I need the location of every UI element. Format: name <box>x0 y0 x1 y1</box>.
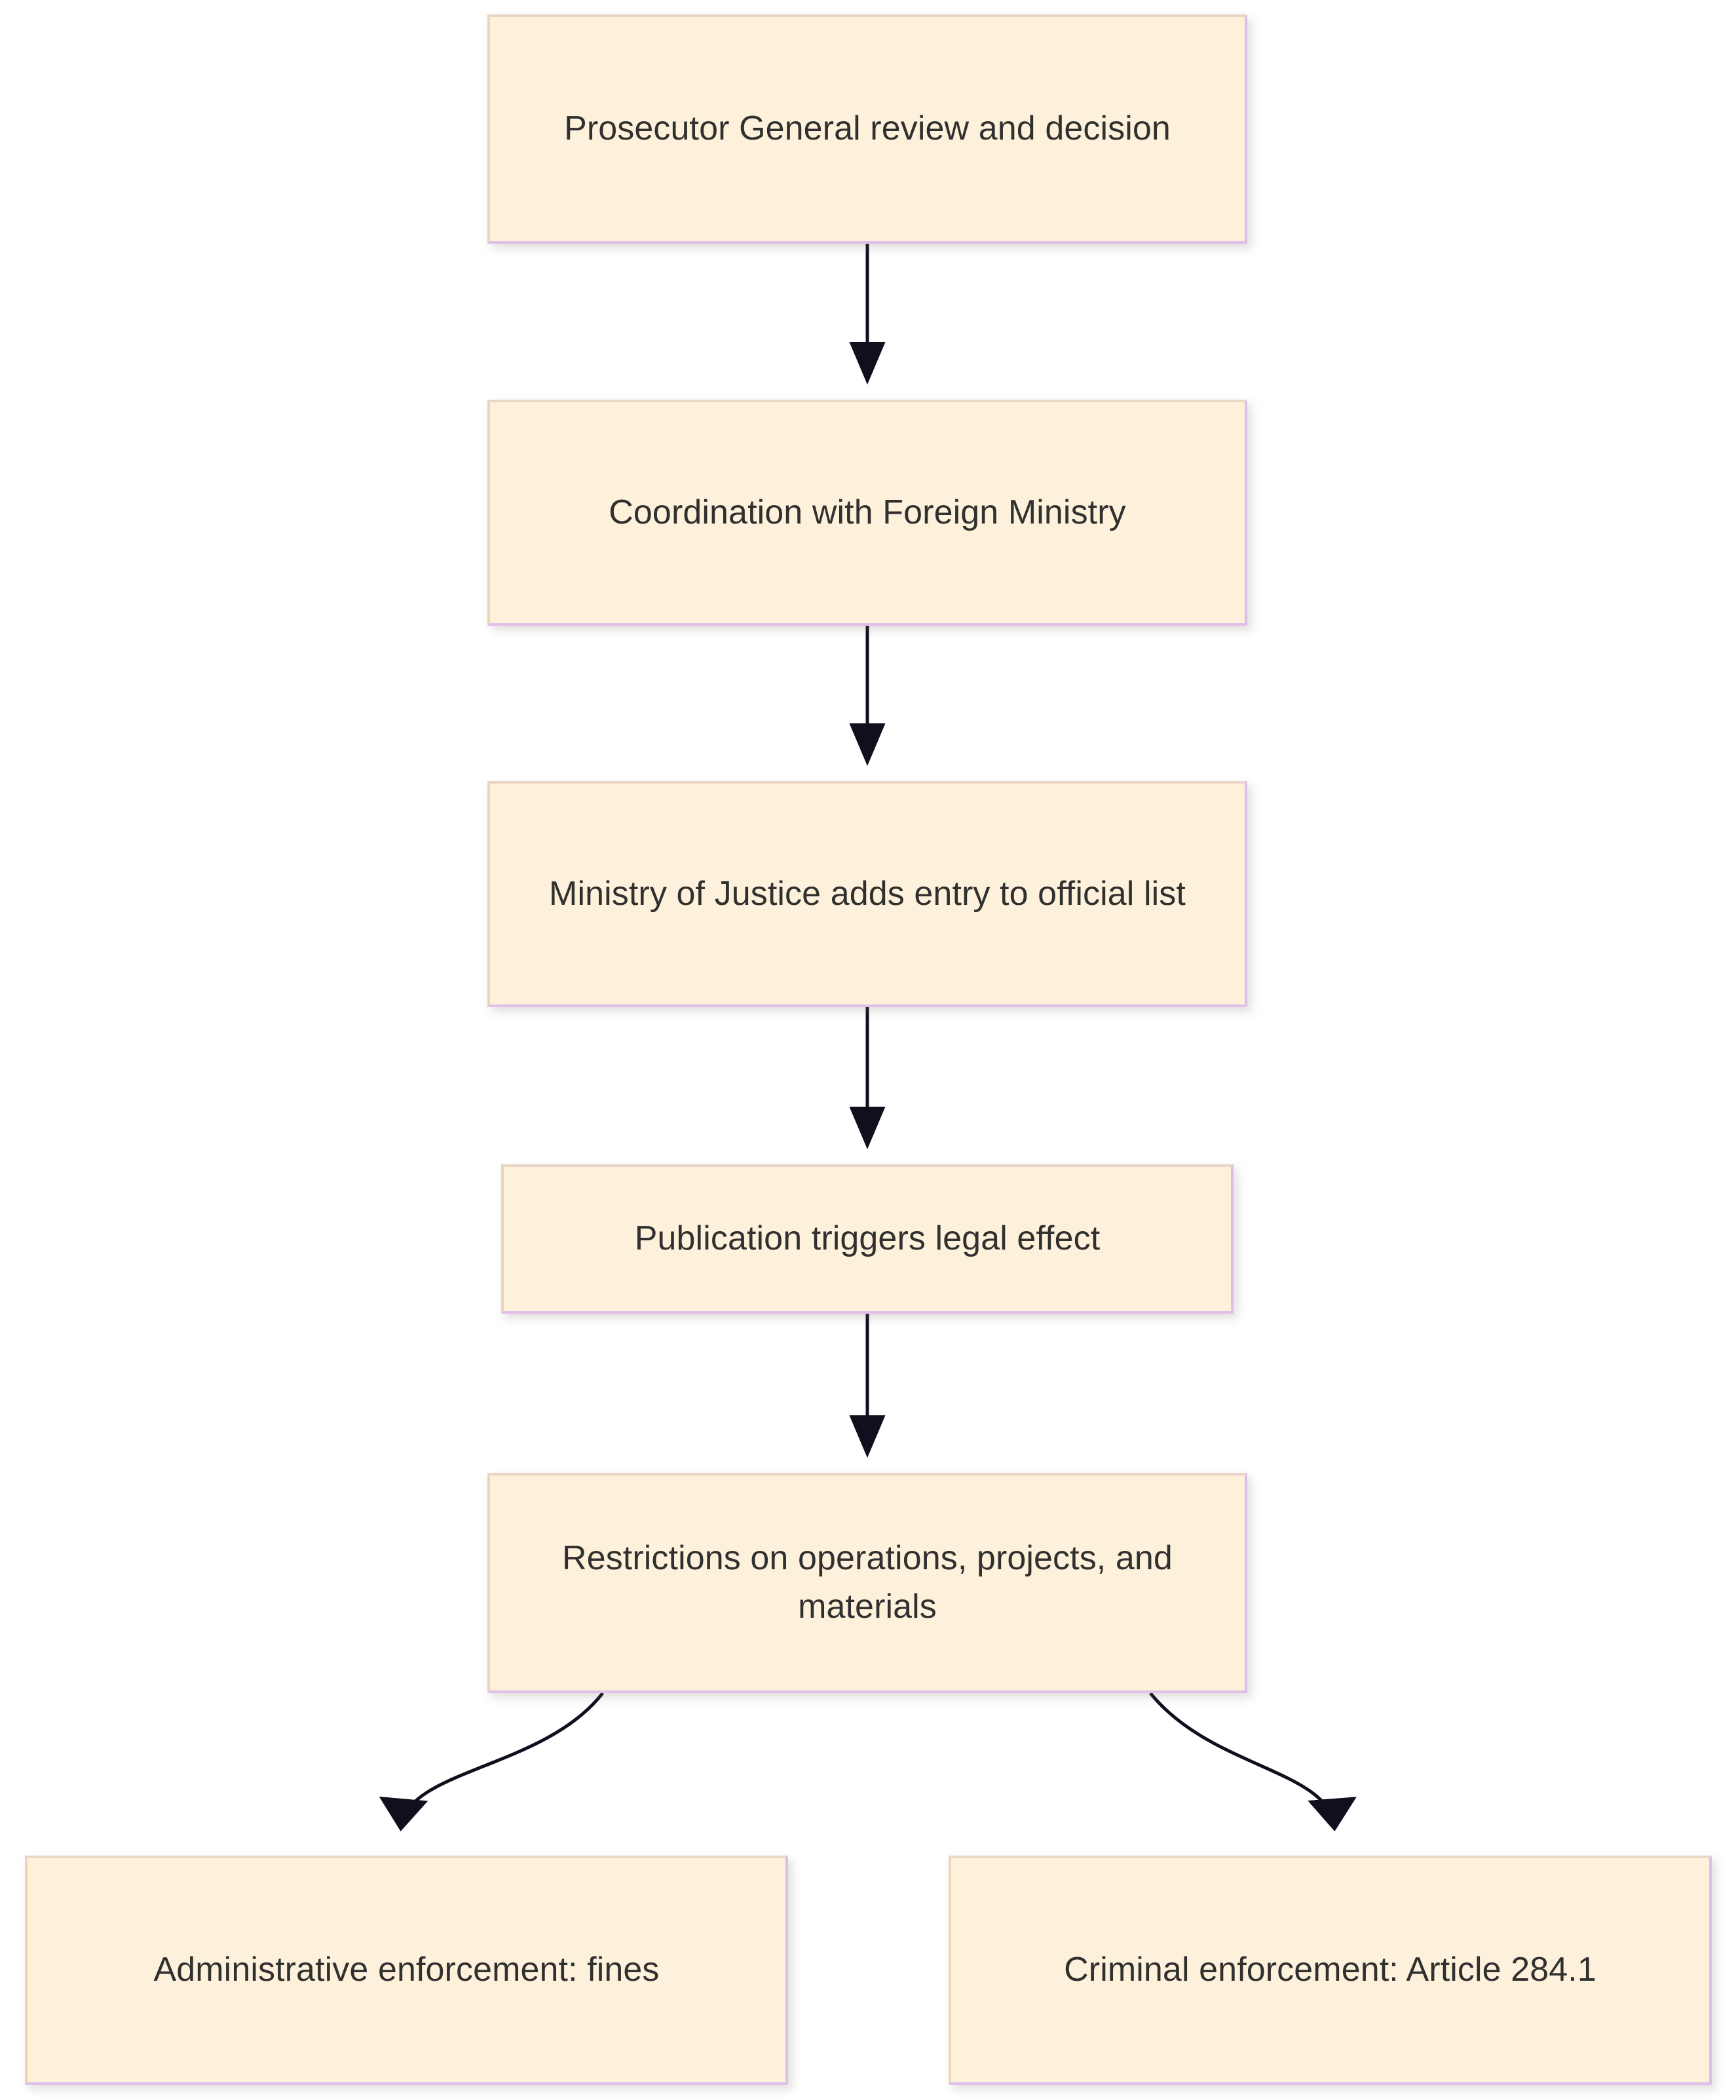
node-label: Restrictions on operations, projects, an… <box>562 1539 1173 1626</box>
node-label: Criminal enforcement: Article 284.1 <box>1064 1951 1596 1989</box>
node-restrictions-on-operations[interactable]: Restrictions on operations, projects, an… <box>487 1473 1247 1693</box>
node-administrative-enforcement-fines[interactable]: Administrative enforcement: fines <box>25 1856 788 2085</box>
node-criminal-enforcement-article[interactable]: Criminal enforcement: Article 284.1 <box>949 1856 1712 2085</box>
node-label: Ministry of Justice adds entry to offici… <box>549 874 1186 913</box>
edge-n5-n6 <box>379 1692 604 1831</box>
edge-n5-n7 <box>1149 1692 1357 1831</box>
node-label: Administrative enforcement: fines <box>153 1951 660 1989</box>
node-label: Coordination with Foreign Ministry <box>609 493 1126 531</box>
node-coordination-foreign-ministry[interactable]: Coordination with Foreign Ministry <box>487 400 1247 626</box>
node-prosecutor-general-review[interactable]: Prosecutor General review and decision <box>487 14 1247 244</box>
node-ministry-of-justice-adds-entry[interactable]: Ministry of Justice adds entry to offici… <box>487 781 1247 1007</box>
node-label: Prosecutor General review and decision <box>564 109 1171 148</box>
node-label: Publication triggers legal effect <box>634 1219 1101 1258</box>
node-publication-triggers-legal-effect[interactable]: Publication triggers legal effect <box>501 1164 1234 1314</box>
